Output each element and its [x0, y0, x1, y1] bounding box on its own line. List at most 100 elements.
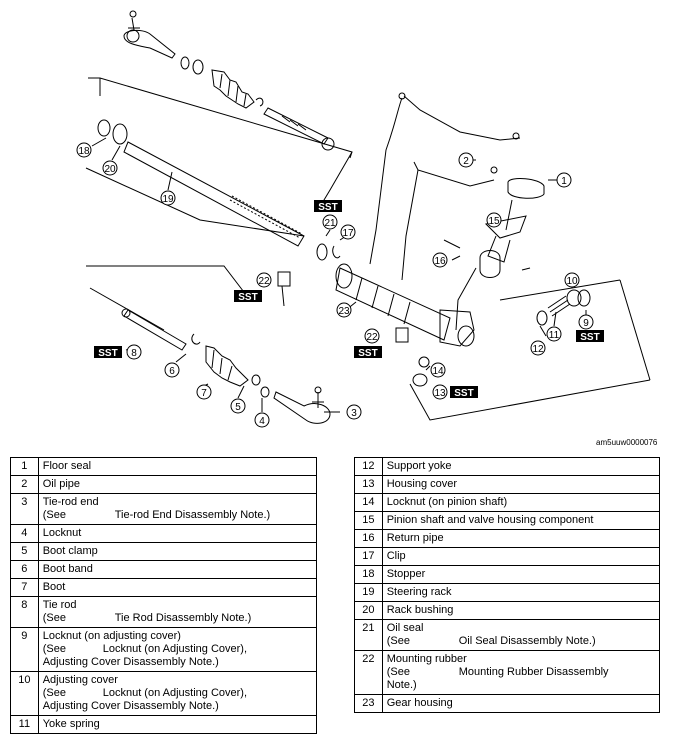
adjusting-cover: [566, 289, 582, 307]
clip: [332, 245, 341, 259]
callout-7: 7: [196, 384, 212, 400]
exploded-parts-diagram: 1 2 3 4 5 6 7 8 9 10 11 12 13 14 15 16 1…: [76, 10, 651, 428]
callout-17: 17: [340, 224, 356, 240]
tie-rod-end-upper: [123, 10, 176, 59]
callout-13: 13: [432, 384, 448, 400]
callout-4: 4: [254, 412, 270, 428]
svg-text:11: 11: [549, 330, 560, 341]
svg-text:18: 18: [78, 146, 90, 157]
svg-text:SST: SST: [98, 348, 117, 359]
locknut-pinion: [418, 356, 430, 368]
callout-2: 2: [458, 152, 474, 168]
svg-text:8: 8: [131, 348, 137, 359]
callout-23: 23: [336, 302, 352, 318]
boot-lower: [205, 345, 249, 387]
svg-text:1: 1: [561, 176, 567, 187]
figure-code: am5uuw0000076: [596, 438, 658, 447]
svg-text:17: 17: [342, 228, 354, 239]
floor-seal: [507, 178, 545, 199]
boot-band-lower: [191, 333, 201, 345]
sst-label-locknut: SST: [576, 330, 604, 343]
callout-16: 16: [432, 252, 448, 268]
return-pipe: [443, 239, 461, 249]
yoke-box-line: [409, 279, 651, 421]
callout-21: 21: [322, 214, 338, 230]
support-yoke: [536, 310, 548, 326]
svg-text:SST: SST: [358, 348, 377, 359]
callout-5: 5: [230, 398, 246, 414]
callout-18: 18: [76, 142, 92, 158]
stopper: [97, 119, 111, 137]
boot-upper: [211, 69, 255, 109]
callout-22-lower: 22: [364, 328, 380, 344]
svg-text:7: 7: [201, 388, 207, 399]
sst-label-mount-upper: SST: [234, 290, 262, 303]
svg-text:SST: SST: [238, 292, 257, 303]
boot-clamp-lower: [251, 374, 261, 386]
svg-text:SST: SST: [580, 332, 599, 343]
tie-rod-lower: [121, 308, 187, 351]
locknut-upper: [180, 56, 190, 70]
oil-pipe: [369, 92, 521, 281]
callout-19: 19: [160, 190, 176, 206]
svg-text:13: 13: [434, 388, 446, 399]
callout-1: 1: [556, 172, 572, 188]
mounting-rubber-lower: [395, 327, 409, 343]
rack-box-top-line: [88, 77, 353, 159]
svg-text:6: 6: [169, 366, 175, 377]
callout-22-upper: 22: [256, 272, 272, 288]
sst-label-tie-rod: SST: [94, 346, 122, 359]
callout-6: 6: [164, 362, 180, 378]
callout-9: 9: [578, 314, 594, 330]
svg-text:4: 4: [259, 416, 265, 427]
svg-text:2: 2: [463, 156, 469, 167]
svg-text:SST: SST: [318, 202, 337, 213]
locknut-lower: [260, 386, 270, 398]
callout-12: 12: [530, 340, 546, 356]
housing-cover: [412, 373, 428, 387]
callout-14: 14: [430, 362, 446, 378]
sst-label-housing-cover: SST: [450, 386, 478, 399]
svg-text:9: 9: [583, 318, 589, 329]
svg-text:3: 3: [351, 408, 357, 419]
pinion-shaft-valve-housing: [455, 199, 527, 331]
sst-label-mount-lower: SST: [354, 346, 382, 359]
svg-text:22: 22: [366, 332, 378, 343]
oil-seal: [316, 243, 328, 261]
callout-10: 10: [564, 272, 580, 288]
yoke-spring: [547, 295, 571, 317]
callout-15: 15: [486, 212, 502, 228]
lower-box-line: [86, 265, 251, 301]
callout-3: 3: [346, 404, 362, 420]
sst-label-oil-seal: SST: [314, 200, 342, 213]
rack-bushing: [112, 123, 128, 145]
svg-text:22: 22: [258, 276, 270, 287]
svg-text:SST: SST: [454, 388, 473, 399]
svg-text:20: 20: [104, 164, 116, 175]
svg-text:15: 15: [488, 216, 500, 227]
locknut-adjusting: [577, 289, 591, 307]
svg-text:14: 14: [432, 366, 444, 377]
